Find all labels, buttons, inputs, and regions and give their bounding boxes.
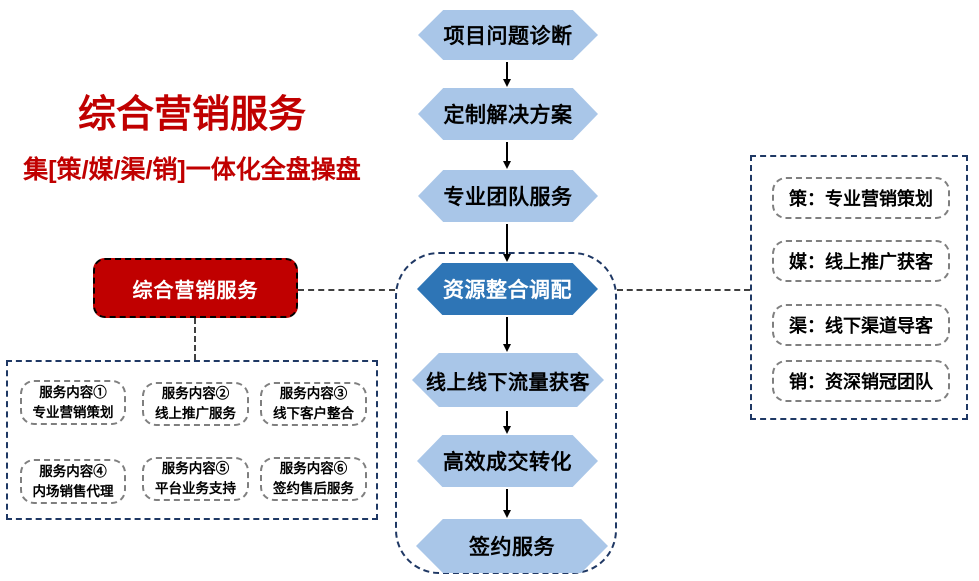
page-title: 综合营销服务 — [77, 94, 306, 136]
service-item-5: 服务内容⑤ 平台业务支持 — [142, 457, 249, 501]
service-item-2: 服务内容② 线上推广服务 — [142, 382, 249, 426]
service-item-title: 服务内容② — [161, 386, 230, 402]
service-item-6: 服务内容⑥ 签约售后服务 — [260, 457, 367, 501]
legend-item-media: 媒：线上推广获客 — [772, 240, 950, 282]
service-item-desc: 线下客户整合 — [273, 406, 354, 421]
legend-item-strategy: 策：专业营销策划 — [772, 177, 950, 219]
services-panel: 服务内容① 专业营销策划 服务内容② 线上推广服务 服务内容③ 线下客户整合 服… — [6, 360, 378, 520]
integrated-marketing-node: 综合营销服务 — [93, 258, 298, 318]
service-item-desc: 内场销售代理 — [32, 483, 114, 499]
legend-item-channel: 渠：线下渠道导客 — [772, 304, 950, 346]
service-item-title: 服务内容⑤ — [161, 461, 230, 477]
service-item-desc: 线上推广服务 — [155, 406, 236, 421]
flow-step-conversion: 高效成交转化 — [417, 435, 598, 487]
down-arrow-icon — [502, 224, 511, 262]
down-arrow-icon — [502, 142, 511, 169]
service-item-3: 服务内容③ 线下客户整合 — [260, 382, 367, 426]
title-block: 综合营销服务 集[策/媒/渠/销]一体化全盘操盘 — [8, 94, 376, 186]
flow-step-traffic: 线上线下流量获客 — [412, 353, 604, 407]
service-item-title: 服务内容③ — [279, 386, 348, 402]
service-item-desc: 签约售后服务 — [273, 481, 354, 496]
legend-item-sales: 销：资深销冠团队 — [772, 360, 950, 402]
page-subtitle: 集[策/媒/渠/销]一体化全盘操盘 — [23, 155, 361, 184]
service-item-title: 服务内容① — [39, 384, 107, 400]
connector-redbox-to-flow — [298, 289, 395, 291]
flow-step-diagnosis: 项目问题诊断 — [418, 10, 598, 60]
connector-redbox-to-services — [194, 318, 196, 360]
service-item-desc: 专业营销策划 — [32, 404, 114, 420]
down-arrow-icon — [502, 62, 511, 87]
service-item-desc: 平台业务支持 — [155, 481, 236, 496]
service-item-title: 服务内容④ — [39, 463, 107, 479]
flow-step-resources: 资源整合调配 — [417, 263, 598, 315]
down-arrow-icon — [502, 489, 511, 518]
flow-step-signing: 签约服务 — [416, 519, 608, 573]
service-item-title: 服务内容⑥ — [279, 461, 348, 477]
legend-panel: 策：专业营销策划 媒：线上推广获客 渠：线下渠道导客 销：资深销冠团队 — [750, 155, 968, 420]
down-arrow-icon — [502, 411, 511, 434]
service-item-4: 服务内容④ 内场销售代理 — [20, 459, 126, 504]
connector-flow-to-legend — [617, 289, 750, 291]
down-arrow-icon — [502, 317, 511, 352]
flow-step-team: 专业团队服务 — [418, 170, 598, 222]
flow-step-solution: 定制解决方案 — [418, 88, 598, 140]
service-item-1: 服务内容① 专业营销策划 — [20, 380, 126, 425]
